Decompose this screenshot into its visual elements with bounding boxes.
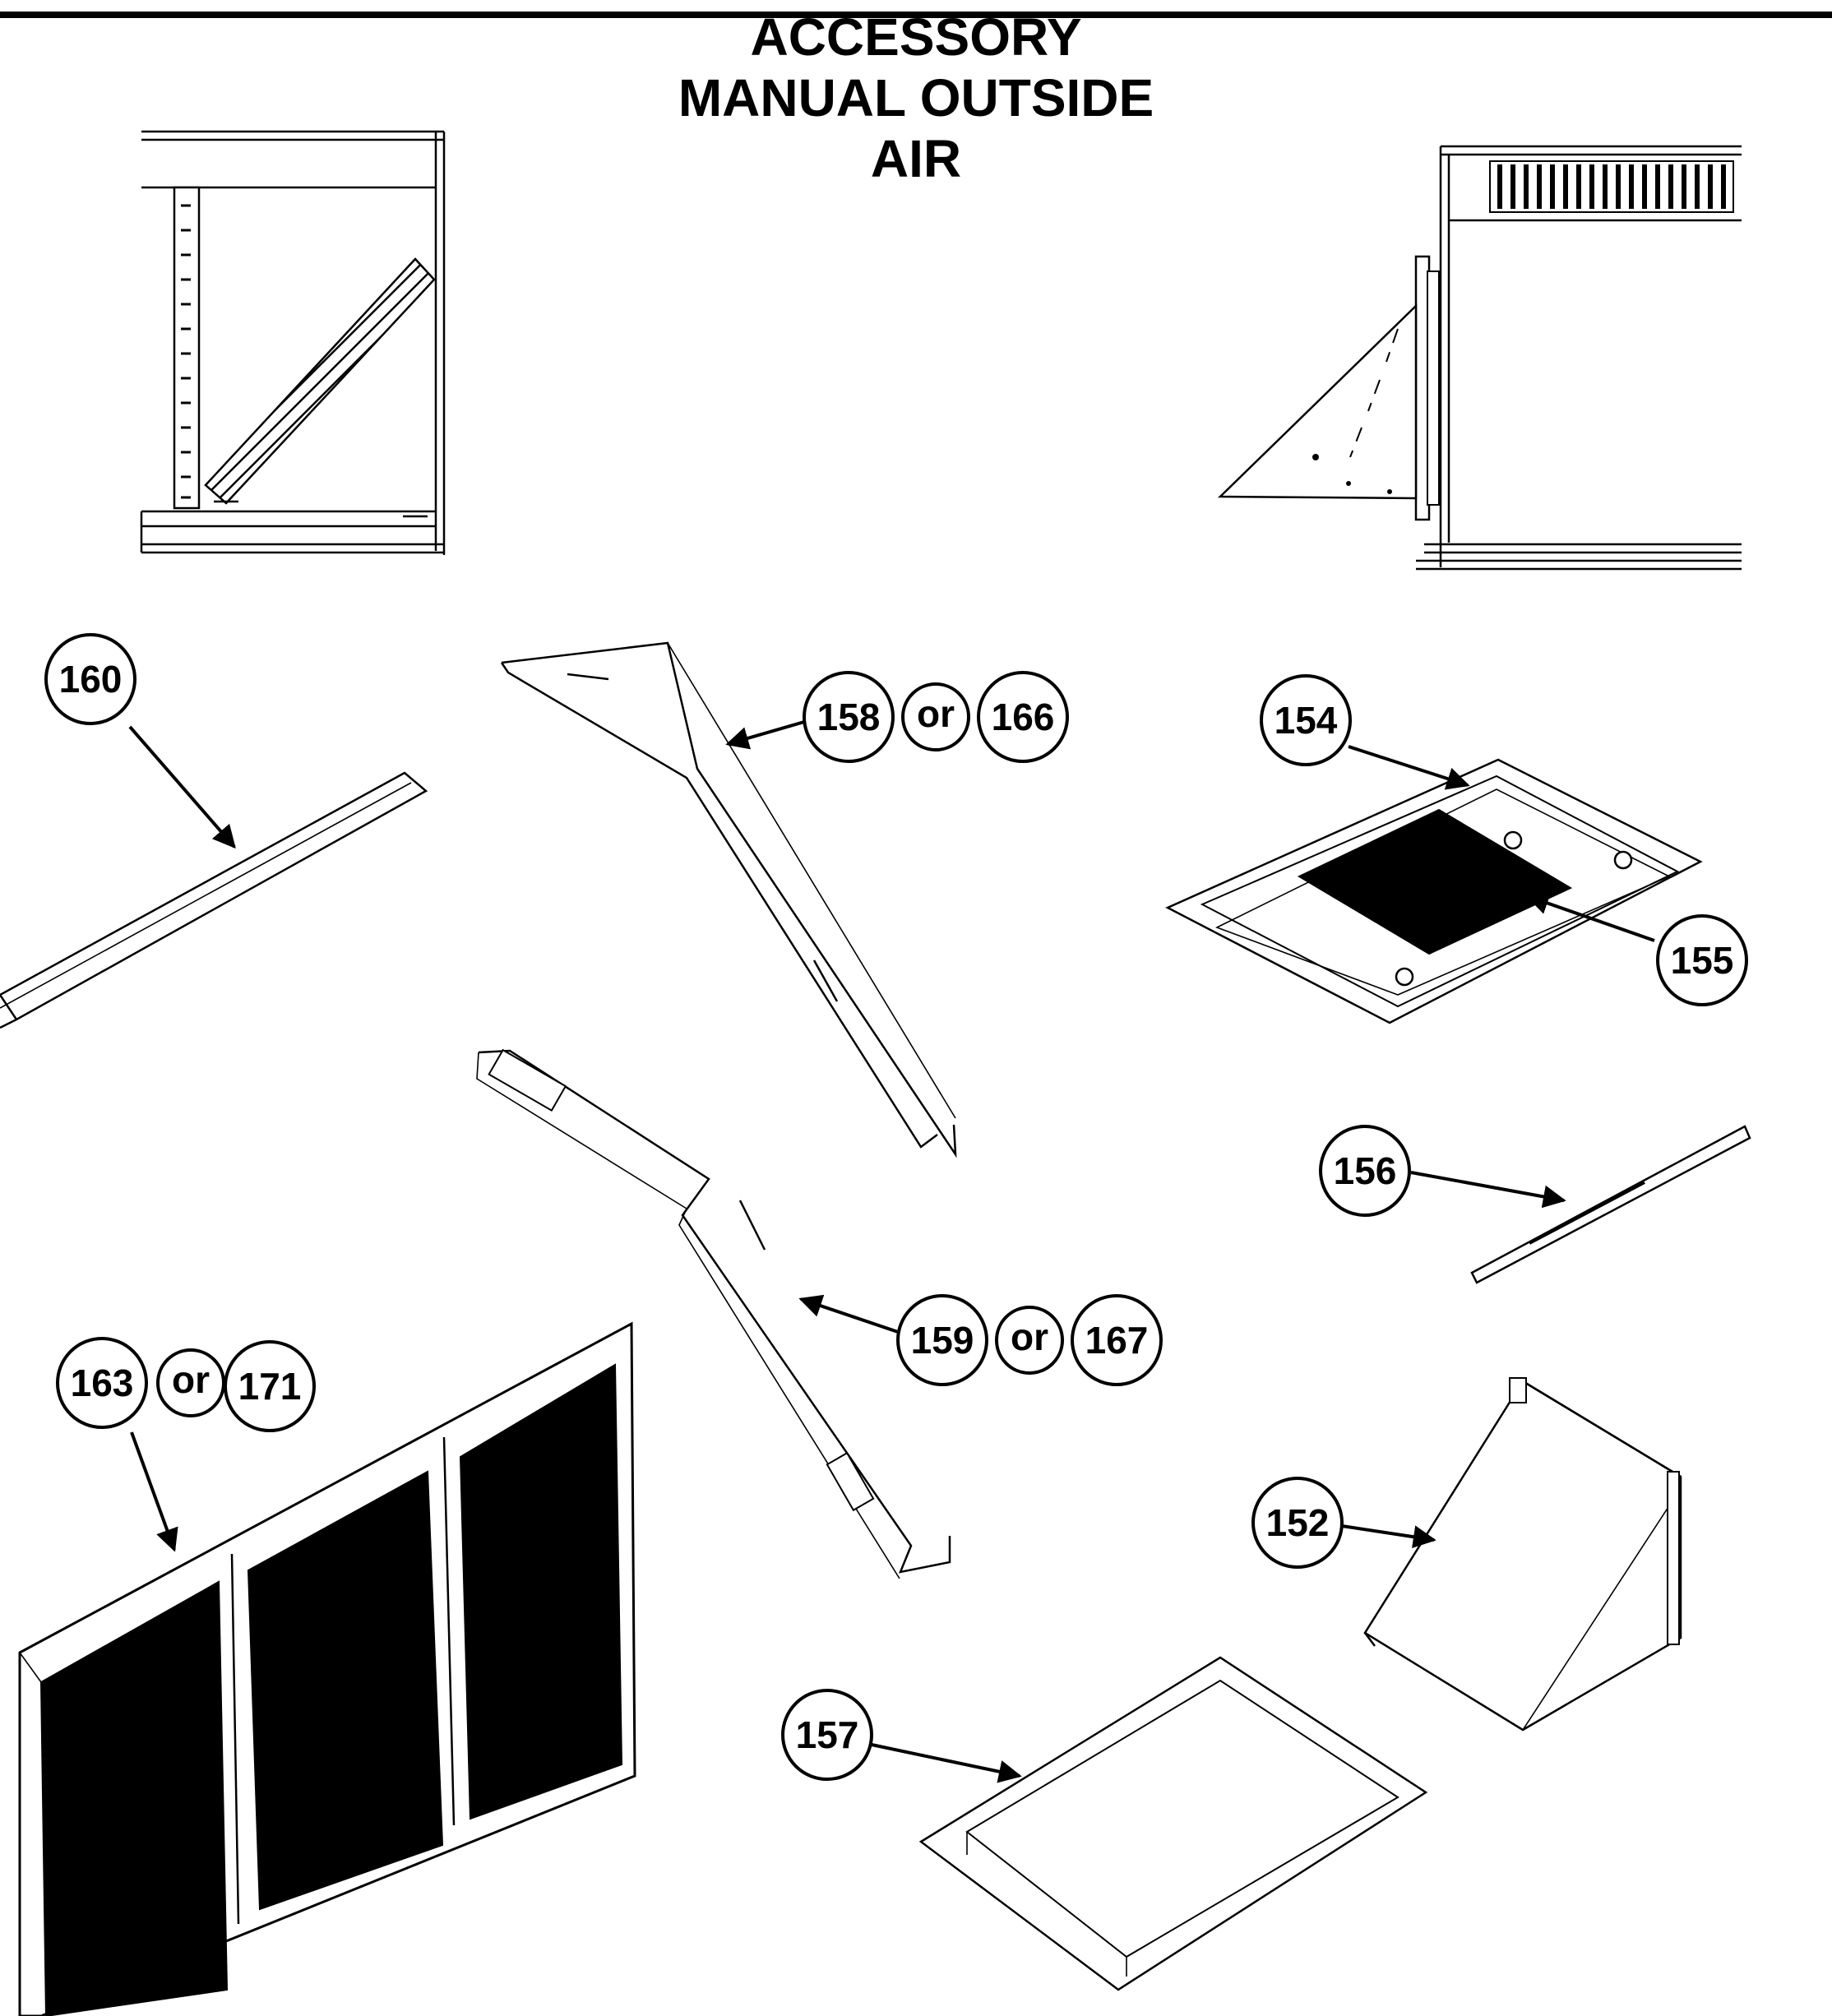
callout-label-160: 160 [59,658,123,701]
callout-157: 157 [781,1689,873,1781]
part-152-hood [1363,1377,1682,1732]
part-160-angle-bar [0,771,428,1029]
callout-label-154: 154 [1275,699,1338,742]
callout-158-or-166: 158 or 166 [803,671,1069,763]
part-163-filter-rack [18,1321,636,2016]
callout-160: 160 [44,633,136,725]
part-157-panel [918,1656,1428,1991]
callout-label-166: 166 [992,696,1055,738]
callout-label-or-2: or [1011,1315,1048,1358]
leader-arrows [128,720,1655,1783]
part-156-strip [1470,1125,1751,1284]
unit-cutaway-view [140,130,446,555]
callout-163-or-171: 163 or 171 [56,1337,316,1432]
callout-label-171: 171 [238,1365,302,1408]
title-line-3: AIR [870,129,962,188]
callout-label-158: 158 [817,696,881,738]
callout-label-167: 167 [1085,1319,1149,1362]
part-154-damper-panel [1165,758,1703,1024]
unit-side-view [1217,145,1742,571]
callout-159-or-167: 159 or 167 [896,1294,1163,1386]
callout-label-159: 159 [911,1319,974,1362]
callout-label-152: 152 [1266,1501,1330,1544]
callout-152: 152 [1251,1477,1344,1569]
title-line-2: MANUAL OUTSIDE [678,68,1154,127]
callout-label-156: 156 [1334,1149,1397,1192]
callout-label-155: 155 [1671,939,1734,982]
part-159-rail [476,1048,951,1579]
callout-156: 156 [1319,1125,1411,1217]
callout-label-163: 163 [71,1362,134,1404]
callout-154: 154 [1260,674,1352,766]
callout-label-or-1: or [917,692,955,735]
callout-label-or-3: or [172,1358,210,1401]
part-158-rail [500,641,957,1158]
callout-155: 155 [1656,914,1748,1006]
part-155-filter [1297,808,1573,955]
callout-label-157: 157 [796,1713,859,1756]
